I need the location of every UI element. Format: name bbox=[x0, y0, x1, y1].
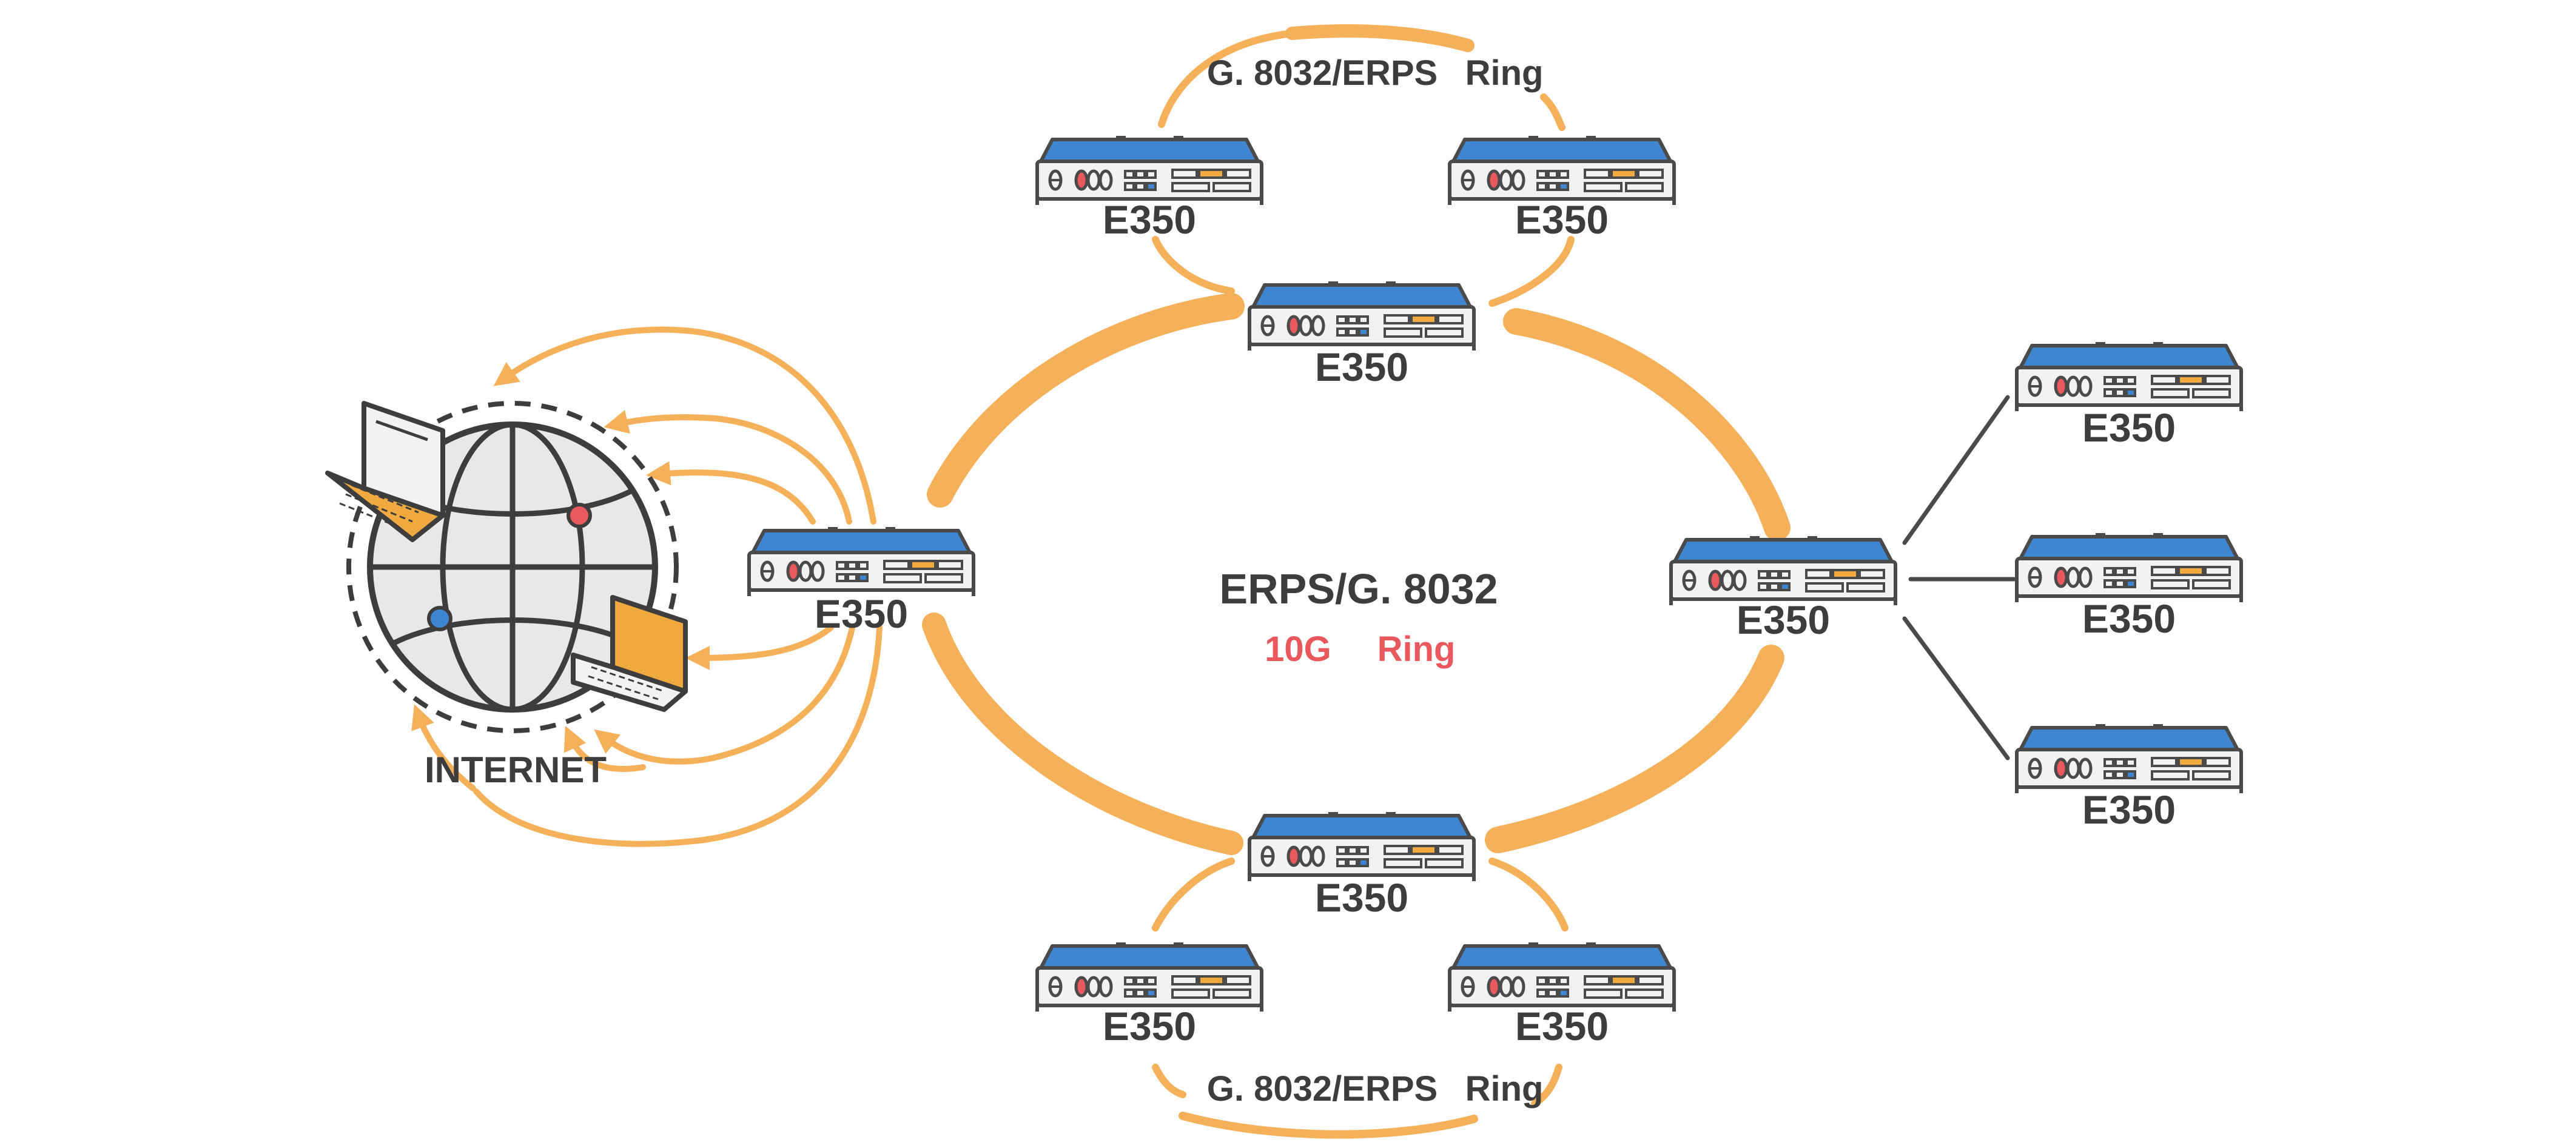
internet-arrow-5 bbox=[594, 625, 855, 765]
device-label: E350 bbox=[1103, 1004, 1196, 1049]
internet-arrow-7 bbox=[563, 725, 646, 772]
center-title: ERPS/G. 8032 bbox=[1219, 565, 1498, 613]
device-label: E350 bbox=[1315, 875, 1408, 920]
device-bottom-hub[interactable]: E350 bbox=[1249, 812, 1474, 920]
device-top-left[interactable]: E350 bbox=[1037, 136, 1262, 242]
top-ring-arc-top bbox=[1285, 24, 1475, 52]
internet-boundary bbox=[346, 401, 679, 733]
network-switch-icon bbox=[1450, 942, 1674, 1012]
top-ring-label-protocol: G. 8032/ERPS bbox=[1207, 53, 1438, 93]
device-branch-middle[interactable]: E350 bbox=[2017, 533, 2241, 641]
main-ring-links bbox=[922, 293, 1791, 855]
network-switch-icon bbox=[1249, 812, 1474, 881]
bottom-ring-arc-left-down bbox=[1152, 1064, 1186, 1098]
top-ring-links bbox=[1152, 24, 1575, 307]
device-label: E350 bbox=[815, 591, 908, 636]
top-ring-arc-right-down bbox=[1488, 236, 1575, 307]
device-label: E350 bbox=[2082, 405, 2176, 450]
network-switch-icon bbox=[1450, 136, 1674, 205]
bottom-ring-label-protocol: G. 8032/ERPS bbox=[1207, 1069, 1438, 1109]
network-switch-icon bbox=[1249, 281, 1474, 351]
node-blue-dot bbox=[427, 606, 452, 631]
top-ring-arc-left-down bbox=[1152, 236, 1235, 295]
laptop-icon bbox=[325, 401, 445, 542]
network-switch-icon bbox=[749, 527, 974, 596]
network-switch-icon bbox=[2017, 533, 2241, 602]
device-top-hub[interactable]: E350 bbox=[1249, 281, 1474, 389]
internet-arrow-4 bbox=[685, 625, 834, 670]
internet-arrow-3 bbox=[646, 461, 816, 525]
device-label: E350 bbox=[1515, 197, 1609, 242]
device-label: E350 bbox=[1515, 1004, 1609, 1049]
branch-link-top bbox=[1902, 395, 2010, 545]
internet-cloud bbox=[325, 401, 688, 733]
device-branch-top[interactable]: E350 bbox=[2017, 342, 2241, 450]
network-switch-icon bbox=[1037, 136, 1262, 205]
device-top-right[interactable]: E350 bbox=[1450, 136, 1674, 242]
bottom-ring-arc-right-down bbox=[1531, 1064, 1562, 1107]
device-label: E350 bbox=[1103, 197, 1196, 242]
bottom-ring-arc-bottom bbox=[1179, 1112, 1478, 1139]
ring-link-bottom-left bbox=[922, 613, 1243, 855]
device-label: E350 bbox=[1315, 344, 1408, 389]
bottom-ring-links bbox=[1152, 858, 1569, 1139]
device-branch-bottom[interactable]: E350 bbox=[2017, 724, 2241, 832]
device-bottom-right[interactable]: E350 bbox=[1450, 942, 1674, 1049]
center-subtitle-ring: Ring bbox=[1377, 629, 1456, 669]
network-switch-icon bbox=[2017, 724, 2241, 793]
network-switch-icon bbox=[1037, 942, 1262, 1012]
node-red-dot bbox=[567, 503, 592, 528]
internet-arrow-6 bbox=[473, 625, 883, 847]
ring-link-left-top bbox=[927, 293, 1245, 508]
internet-links bbox=[411, 326, 883, 847]
ring-link-right-bottom bbox=[1485, 645, 1784, 853]
laptop-icon bbox=[571, 595, 688, 712]
device-right-hub[interactable]: E350 bbox=[1671, 536, 1895, 642]
top-ring-label-ring: Ring bbox=[1465, 53, 1544, 93]
device-left-gateway[interactable]: E350 bbox=[749, 527, 974, 636]
branch-link-bottom bbox=[1902, 616, 2010, 760]
internet-arrow-2 bbox=[604, 410, 852, 525]
network-switch-icon bbox=[1671, 536, 1895, 605]
device-label: E350 bbox=[2082, 787, 2176, 832]
bottom-ring-arc-left-up bbox=[1152, 858, 1235, 931]
bottom-ring-arc-right-up bbox=[1488, 858, 1569, 931]
internet-arrow-1 bbox=[493, 326, 876, 525]
top-ring-arc-left-up bbox=[1158, 30, 1296, 128]
top-ring-arc-right-up bbox=[1540, 93, 1565, 131]
device-bottom-left[interactable]: E350 bbox=[1037, 942, 1262, 1049]
bottom-ring-label-ring: Ring bbox=[1465, 1069, 1544, 1109]
ring-link-top-right bbox=[1503, 308, 1791, 541]
internet-arrow-8 bbox=[411, 704, 476, 791]
internet-label: INTERNET bbox=[425, 750, 607, 790]
network-switch-icon bbox=[2017, 342, 2241, 411]
device-label: E350 bbox=[1737, 597, 1830, 642]
device-label: E350 bbox=[2082, 596, 2176, 641]
branch-links bbox=[1902, 395, 2016, 760]
center-subtitle-speed: 10G bbox=[1265, 629, 1331, 669]
